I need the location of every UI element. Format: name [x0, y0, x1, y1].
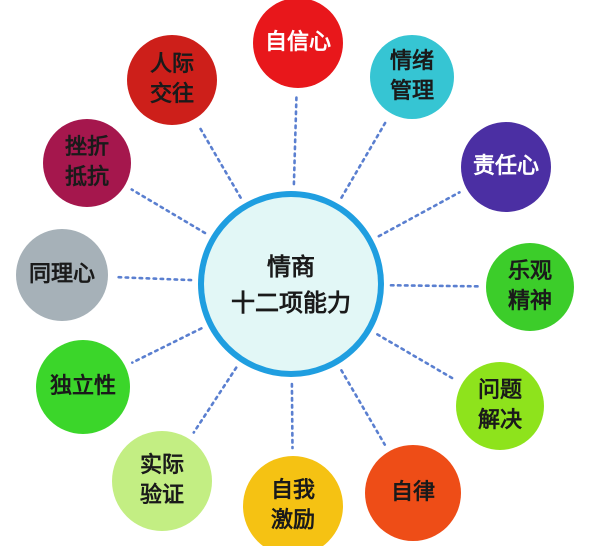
ability-label: 自信心	[265, 29, 331, 55]
connector-line	[340, 118, 389, 199]
ability-circle	[486, 243, 574, 331]
ability-label: 责任心	[473, 153, 539, 179]
ability-circle	[456, 362, 544, 450]
ability-circle	[243, 456, 343, 546]
ability-label: 挫折	[65, 135, 109, 160]
connector-line	[114, 275, 193, 282]
center-title-line: 情商	[267, 253, 315, 281]
connector-line	[340, 369, 387, 446]
ability-label: 管理	[390, 78, 434, 104]
center-circle	[204, 197, 378, 371]
connector-line	[197, 124, 242, 199]
ability-label: 自我	[271, 477, 315, 503]
connector-line	[130, 327, 203, 364]
ability-label: 同理心	[29, 262, 95, 287]
ability-circle	[43, 119, 131, 207]
connector-line	[377, 191, 461, 238]
ability-node: 责任心	[461, 122, 551, 212]
ability-label: 激励	[271, 507, 315, 533]
ability-circle	[461, 122, 551, 212]
center-title-line: 十二项能力	[231, 289, 351, 317]
ability-circle	[253, 0, 343, 88]
ability-circle	[127, 35, 217, 125]
ability-node: 自律	[365, 445, 461, 541]
ability-circle	[36, 340, 130, 434]
connector-line	[192, 366, 238, 434]
connector-line	[130, 188, 207, 235]
ability-label: 情绪	[390, 48, 434, 74]
ability-label: 实际	[140, 452, 184, 478]
ability-label: 人际	[150, 52, 194, 77]
ability-circle	[365, 445, 461, 541]
connector-line	[290, 382, 294, 450]
ability-label: 抵抗	[65, 164, 109, 190]
ability-node: 自信心	[253, 0, 343, 88]
ability-node: 独立性	[36, 340, 130, 434]
connector-line	[292, 94, 298, 186]
ability-label: 验证	[140, 482, 184, 508]
ability-label: 交往	[150, 81, 194, 107]
ability-label: 自律	[391, 479, 435, 505]
connector-line	[389, 283, 480, 288]
connector-line	[376, 333, 457, 382]
ability-nodes: 自信心情绪管理责任心乐观精神问题解决自律自我激励实际验证独立性同理心挫折抵抗人际…	[16, 0, 574, 546]
ability-label: 精神	[508, 288, 552, 314]
ability-circle	[112, 431, 212, 531]
ability-circle	[370, 35, 454, 119]
connectors	[114, 94, 480, 450]
ability-label: 独立性	[50, 373, 116, 399]
ability-label: 乐观	[508, 259, 552, 284]
ability-node: 同理心	[16, 229, 108, 321]
ability-circle	[16, 229, 108, 321]
ability-label: 问题	[478, 378, 523, 403]
ability-label: 解决	[478, 407, 523, 433]
